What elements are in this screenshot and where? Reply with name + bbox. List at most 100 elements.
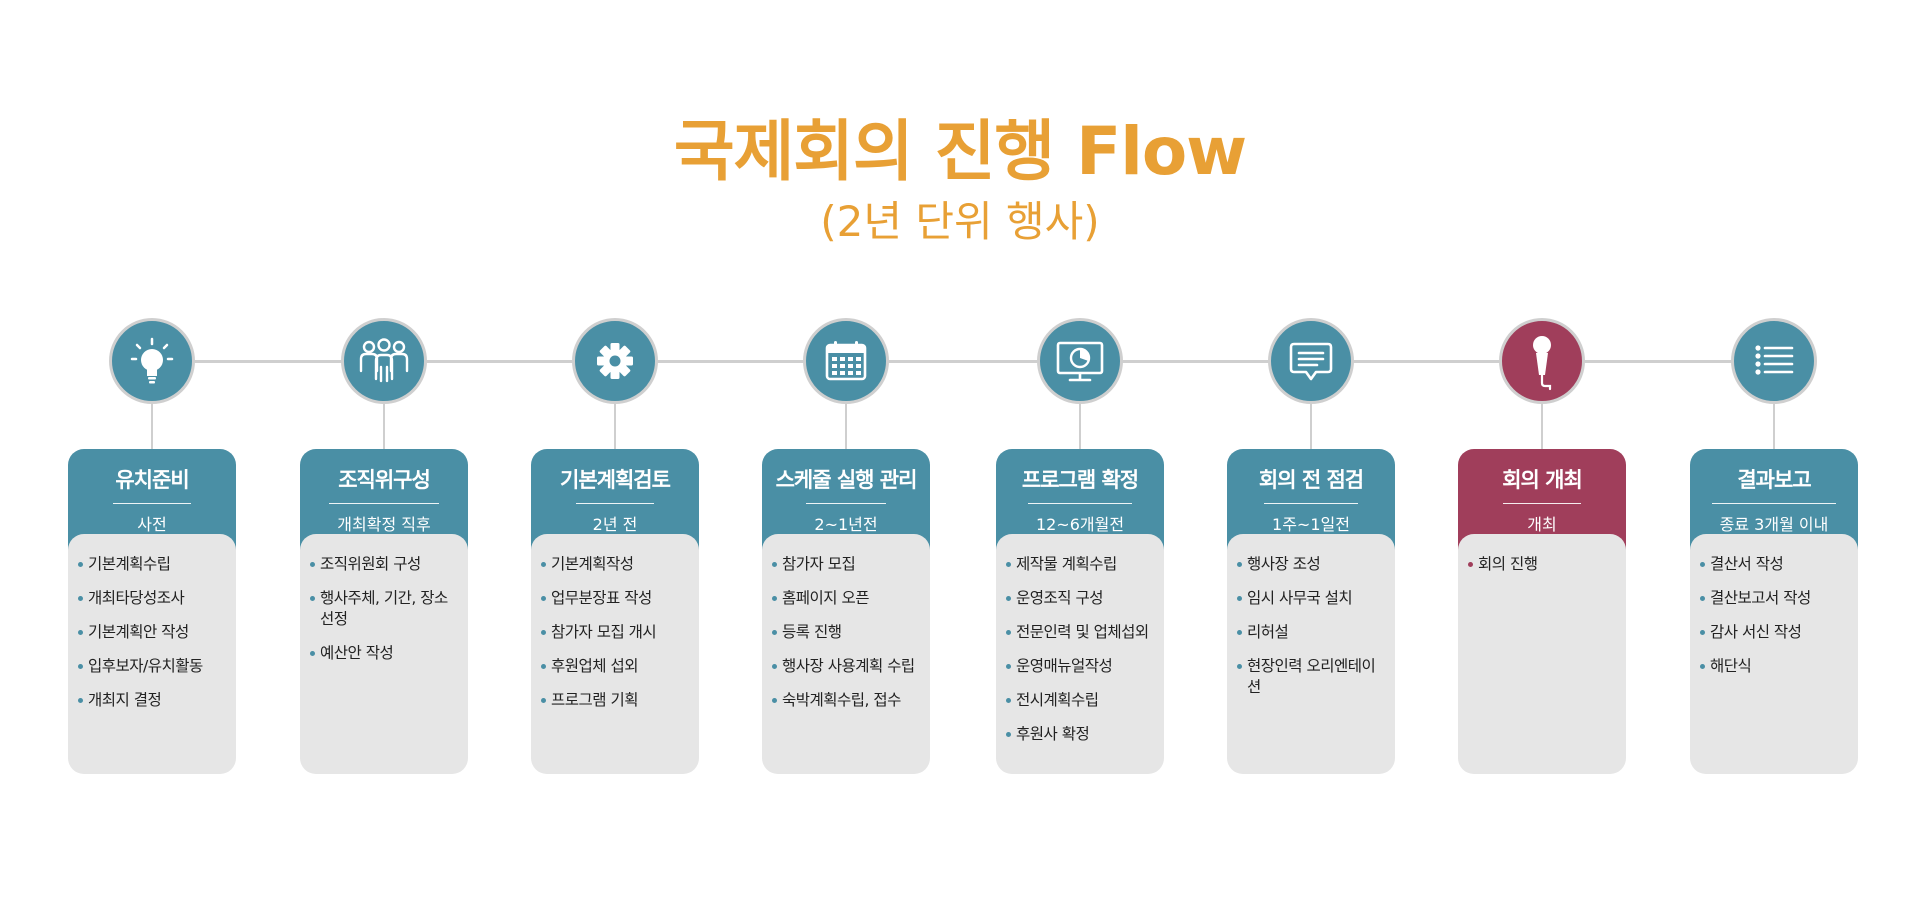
task-item-text: 참가자 모집 개시 (551, 623, 657, 641)
task-item: 행사장 조성 (1237, 554, 1389, 575)
bullet-dot (1006, 664, 1011, 669)
bullet-dot (78, 562, 83, 567)
task-item-text: 입후보자/유치활동 (88, 657, 203, 675)
bullet-dot (310, 651, 315, 656)
bullet-dot (772, 596, 777, 601)
task-item-text: 개최지 결정 (88, 691, 162, 709)
bullet-dot (1237, 596, 1242, 601)
step-period: 2~1년전 (806, 503, 886, 535)
task-item: 홈페이지 오픈 (772, 588, 924, 609)
task-item: 회의 진행 (1468, 554, 1620, 575)
task-item: 예산안 작성 (310, 643, 462, 664)
bullet-dot (1006, 596, 1011, 601)
bullet-dot (1237, 630, 1242, 635)
bullet-dot (1006, 630, 1011, 635)
bullet-dot (1237, 664, 1242, 669)
step-period: 2년 전 (576, 503, 654, 535)
task-item: 행사주체, 기간, 장소 선정 (310, 588, 462, 630)
task-item-text: 전문인력 및 업체섭외 (1016, 623, 1149, 641)
step-title: 결과보고 (1737, 468, 1811, 492)
bullet-dot (78, 664, 83, 669)
step-card: 회의 개최 개최 회의 진행 (1458, 449, 1626, 774)
step-connector (1541, 404, 1543, 451)
step-period: 사전 (113, 503, 191, 535)
step-connector (151, 404, 153, 451)
task-item-text: 기본계획안 작성 (88, 623, 189, 641)
task-item: 업무분장표 작성 (541, 588, 693, 609)
calendar-icon (820, 335, 872, 387)
step-connector (383, 404, 385, 451)
bullet-dot (541, 562, 546, 567)
task-item: 전시계획수립 (1006, 690, 1158, 711)
step-period: 개최 (1503, 503, 1581, 535)
task-item-text: 숙박계획수립, 접수 (782, 691, 901, 709)
task-item-text: 예산안 작성 (320, 644, 394, 662)
list-icon (1748, 335, 1800, 387)
task-item-text: 행사장 사용계획 수립 (782, 657, 915, 675)
step-icon-circle (1499, 318, 1585, 404)
task-item-text: 감사 서신 작성 (1710, 623, 1802, 641)
task-item-text: 기본계획수립 (88, 555, 171, 573)
task-item: 개최지 결정 (78, 690, 230, 711)
bullet-dot (78, 596, 83, 601)
step-icon-circle (109, 318, 195, 404)
task-item: 현장인력 오리엔테이션 (1237, 656, 1389, 698)
timeline-line (152, 360, 1773, 363)
page-title: 국제회의 진행 Flow (673, 113, 1247, 190)
task-item-text: 기본계획작성 (551, 555, 634, 573)
bullet-dot (310, 562, 315, 567)
task-item: 감사 서신 작성 (1700, 622, 1852, 643)
task-item: 해단식 (1700, 656, 1852, 677)
bullet-dot (78, 698, 83, 703)
lightbulb-icon (124, 333, 180, 389)
task-item: 운영조직 구성 (1006, 588, 1158, 609)
task-item: 결산보고서 작성 (1700, 588, 1852, 609)
bullet-dot (541, 698, 546, 703)
step-title: 프로그램 확정 (1021, 468, 1139, 492)
step-connector (845, 404, 847, 451)
bullet-dot (1006, 698, 1011, 703)
task-item-text: 행사주체, 기간, 장소 선정 (320, 589, 448, 628)
bullet-dot (1237, 562, 1242, 567)
step-title: 유치준비 (115, 468, 189, 492)
bullet-dot (1700, 630, 1705, 635)
step-period: 개최확정 직후 (329, 503, 439, 535)
bullet-dot (1006, 732, 1011, 737)
step-title: 회의 전 점검 (1258, 468, 1364, 492)
task-item: 제작물 계획수립 (1006, 554, 1158, 575)
task-item: 운영매뉴얼작성 (1006, 656, 1158, 677)
bullet-dot (772, 630, 777, 635)
bullet-dot (1700, 596, 1705, 601)
task-item: 참가자 모집 개시 (541, 622, 693, 643)
bullet-dot (78, 630, 83, 635)
task-item: 기본계획작성 (541, 554, 693, 575)
task-item-text: 업무분장표 작성 (551, 589, 652, 607)
task-item-text: 해단식 (1710, 657, 1752, 675)
step-icon-circle (572, 318, 658, 404)
task-item-text: 제작물 계획수립 (1016, 555, 1117, 573)
bullet-dot (772, 698, 777, 703)
task-item: 전문인력 및 업체섭외 (1006, 622, 1158, 643)
bullet-dot (1700, 562, 1705, 567)
task-item: 행사장 사용계획 수립 (772, 656, 924, 677)
task-item-text: 회의 진행 (1478, 555, 1538, 573)
monitor-chart-icon (1052, 335, 1108, 387)
step-icon-circle (1731, 318, 1817, 404)
task-item: 리허설 (1237, 622, 1389, 643)
bullet-dot (1468, 562, 1473, 567)
task-item-text: 결산보고서 작성 (1710, 589, 1811, 607)
task-item-text: 현장인력 오리엔테이션 (1247, 657, 1376, 696)
step-title: 회의 개최 (1502, 468, 1583, 492)
bullet-dot (541, 596, 546, 601)
task-item-text: 조직위원회 구성 (320, 555, 421, 573)
step-title: 조직위구성 (338, 468, 431, 492)
step-icon-circle (341, 318, 427, 404)
